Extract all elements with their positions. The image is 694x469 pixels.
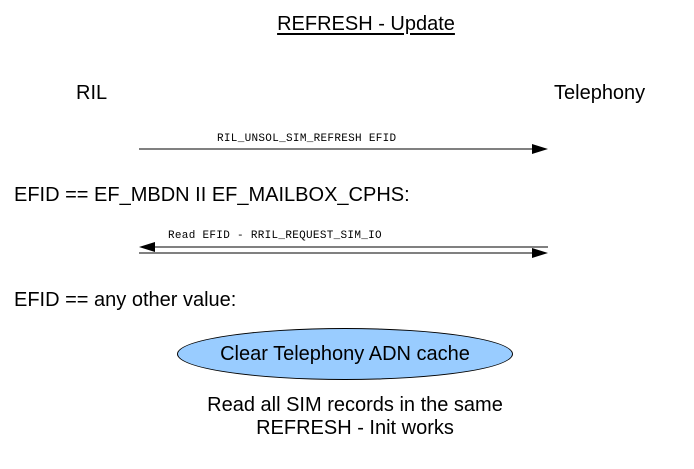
message-read-label: Read EFID - RRIL_REQUEST_SIM_IO bbox=[168, 230, 382, 242]
message-refresh-arrow bbox=[139, 144, 548, 154]
diagram-title: REFRESH - Update bbox=[277, 13, 455, 35]
condition-mailbox-efid: EFID == EF_MBDN II EF_MAILBOX_CPHS: bbox=[14, 184, 410, 206]
note-read-sim-records: Read all SIM records in the same REFRESH… bbox=[160, 394, 550, 440]
actor-ril-label: RIL bbox=[76, 82, 108, 104]
note-line-2: REFRESH - Init works bbox=[256, 417, 454, 439]
actor-telephony-label: Telephony bbox=[554, 82, 646, 104]
note-line-1: Read all SIM records in the same bbox=[207, 394, 503, 416]
condition-other-efid: EFID == any other value: bbox=[14, 289, 237, 311]
action-clear-cache-label: Clear Telephony ADN cache bbox=[220, 342, 470, 365]
message-refresh-label: RIL_UNSOL_SIM_REFRESH EFID bbox=[217, 133, 397, 145]
message-read-arrow bbox=[139, 242, 548, 258]
action-clear-cache-ellipse: Clear Telephony ADN cache bbox=[177, 328, 513, 380]
